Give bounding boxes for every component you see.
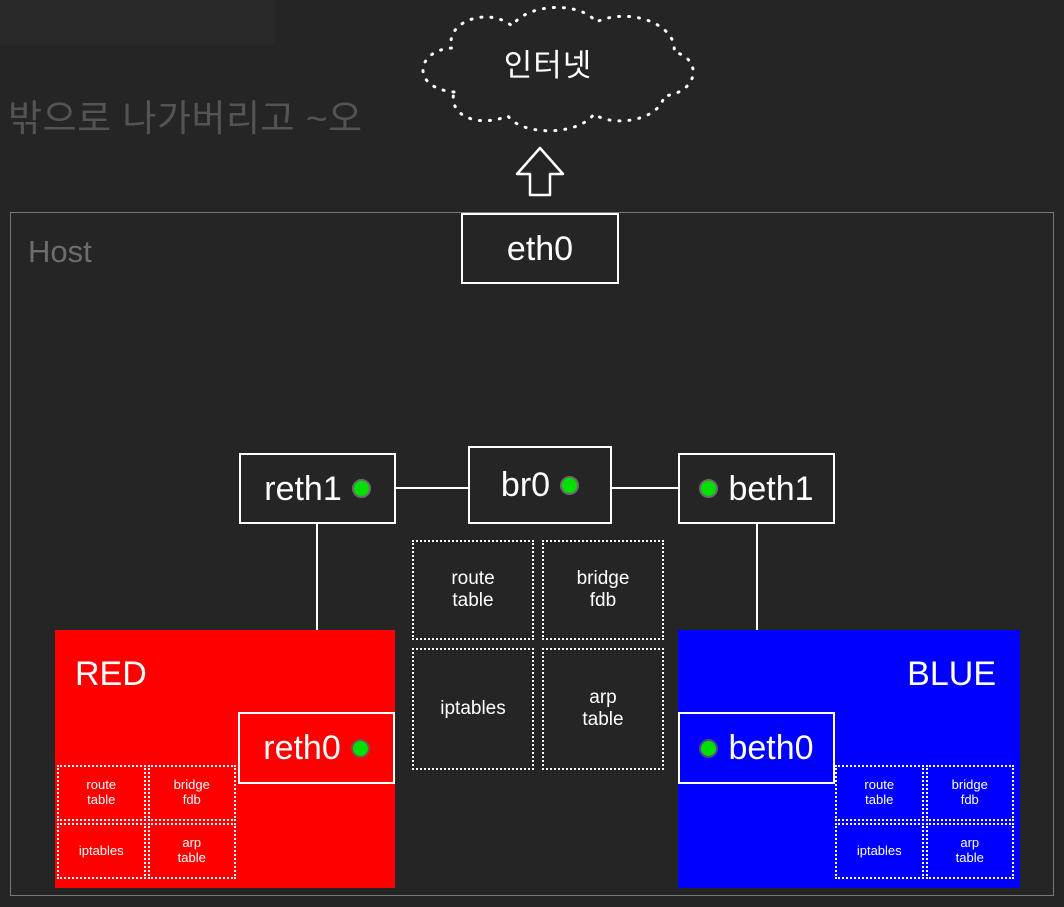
interface-beth1-label: beth1 (728, 469, 814, 508)
interface-br0[interactable]: br0 (468, 446, 612, 524)
interface-beth0-label: beth0 (728, 729, 814, 767)
interface-eth0[interactable]: eth0 (461, 213, 619, 284)
internet-cloud: 인터넷 (392, 0, 704, 145)
uplink-arrow (512, 144, 568, 200)
background-panel (0, 0, 275, 45)
host-label: Host (28, 234, 92, 269)
interface-beth0[interactable]: beth0 (678, 712, 835, 784)
interface-reth0-label: reth0 (263, 729, 341, 767)
caption-text: 밖으로 나가버리고 ~오 (8, 98, 363, 139)
interface-beth1[interactable]: beth1 (678, 453, 835, 524)
namespace-blue-label: BLUE (907, 655, 996, 693)
namespace-red-table-iptables-label: iptables (78, 842, 124, 858)
host-table-iptables: iptables (412, 648, 534, 770)
link-reth1-br0 (396, 487, 468, 489)
namespace-blue-table-iptables: iptables (835, 823, 924, 879)
link-status-dot-beth0 (699, 738, 719, 758)
cloud-icon (421, 6, 695, 133)
interface-reth1[interactable]: reth1 (239, 453, 396, 524)
namespace-red-label: RED (75, 655, 147, 693)
interface-br0-label: br0 (500, 466, 551, 504)
interface-reth0[interactable]: reth0 (238, 712, 395, 784)
link-status-dot-reth0 (350, 738, 370, 758)
link-status-dot-beth1 (699, 479, 719, 498)
interface-eth0-label: eth0 (506, 229, 574, 268)
host-container (10, 212, 1054, 896)
namespace-blue-table-iptables-label: iptables (856, 842, 902, 858)
namespace-red-table-iptables: iptables (57, 823, 146, 879)
link-beth1-beth0 (756, 524, 758, 714)
link-status-dot-reth1 (351, 479, 371, 498)
arrow-up-icon (515, 146, 565, 197)
interface-reth1-label: reth1 (264, 469, 342, 508)
link-status-dot-br0 (560, 475, 580, 495)
host-table-iptables-label: iptables (440, 698, 506, 720)
link-reth1-reth0 (316, 524, 318, 714)
link-br0-beth1 (612, 487, 678, 489)
cloud-label: 인터넷 (503, 48, 593, 83)
